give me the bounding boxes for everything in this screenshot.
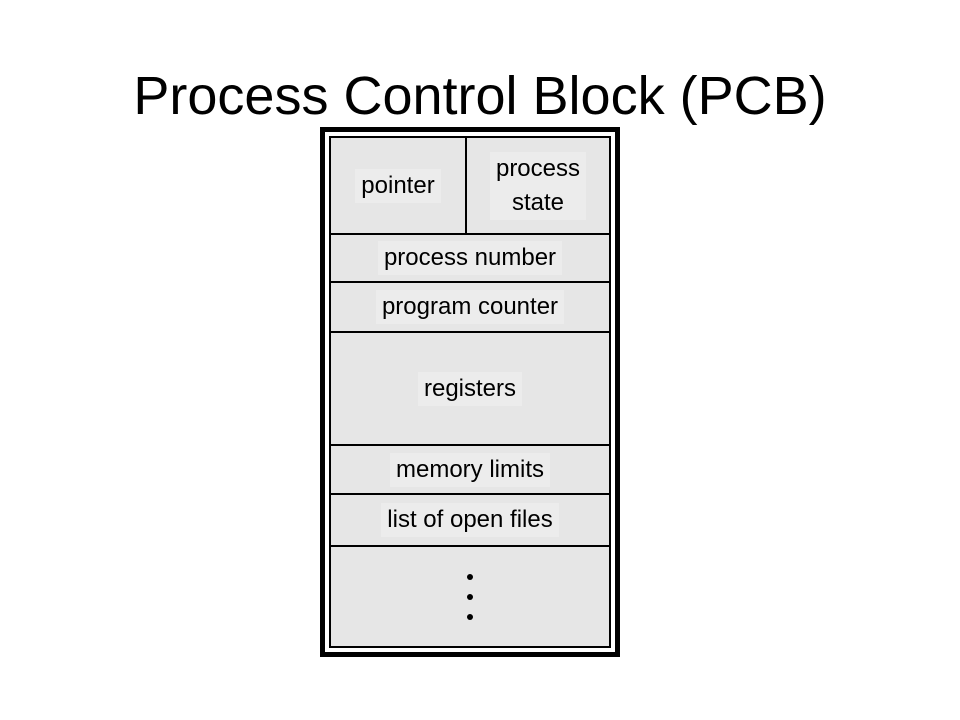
vertical-ellipsis-icon <box>467 573 473 620</box>
registers-cell: registers <box>329 331 611 446</box>
memory-limits-label: memory limits <box>390 452 550 487</box>
registers-label: registers <box>417 371 523 406</box>
open-files-cell: list of open files <box>329 493 611 547</box>
program-counter-label: program counter <box>375 290 565 324</box>
program-counter-cell: program counter <box>329 281 611 333</box>
ellipsis-dot <box>467 573 473 580</box>
process-number-cell: process number <box>329 233 611 283</box>
pointer-cell: pointer <box>329 136 467 235</box>
process-number-label: process number <box>377 241 563 275</box>
process-state-cell: process state <box>465 136 611 235</box>
ellipsis-dot <box>467 593 473 600</box>
pointer-label: pointer <box>355 168 441 203</box>
open-files-label: list of open files <box>381 503 559 537</box>
process-state-label: process state <box>489 151 587 220</box>
ellipsis-dot <box>467 613 473 620</box>
pcb-diagram: pointer process state process number pro… <box>325 132 615 652</box>
memory-limits-cell: memory limits <box>329 444 611 495</box>
more-fields-cell <box>329 545 611 648</box>
slide-title: Process Control Block (PCB) <box>133 66 827 126</box>
